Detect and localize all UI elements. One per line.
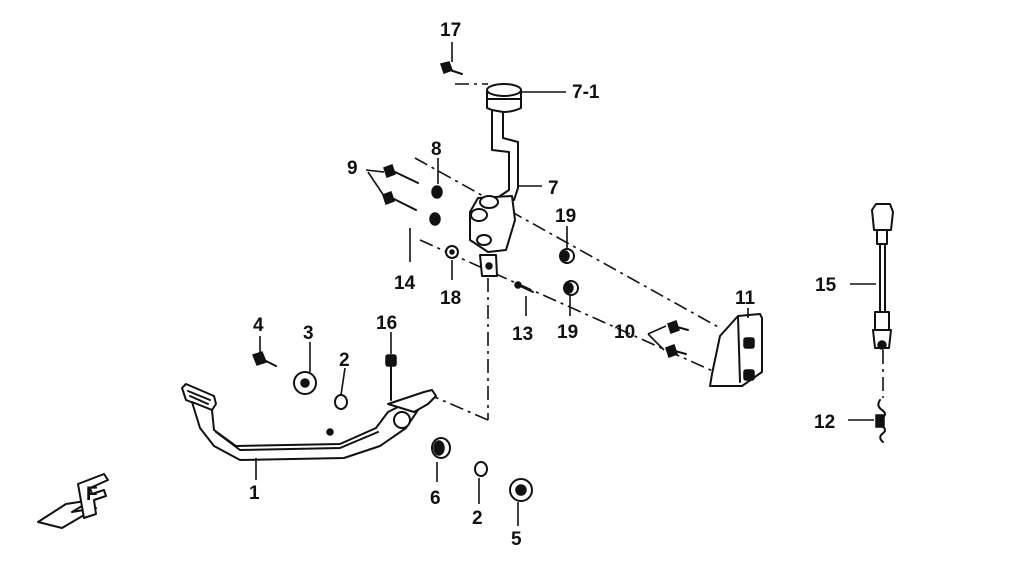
bracket-11 — [709, 313, 763, 387]
bolts-9 — [382, 164, 419, 211]
bolts-10 — [665, 320, 689, 358]
brake-switch-15 — [871, 203, 894, 350]
grease-nipple-16 — [385, 354, 397, 401]
label-6: 6 — [430, 488, 441, 509]
washer-5 — [509, 478, 533, 502]
front-direction-marker: F — [37, 473, 109, 529]
reservoir-hose-7 — [491, 109, 519, 201]
label-13: 13 — [512, 324, 533, 345]
label-15: 15 — [815, 275, 837, 296]
label-5: 5 — [511, 529, 522, 550]
leader-lines — [255, 42, 876, 526]
label-18: 18 — [440, 288, 461, 309]
label-8: 8 — [431, 139, 442, 160]
label-1: 1 — [249, 483, 260, 504]
front-marker-letter: F — [86, 484, 98, 505]
label-3: 3 — [303, 323, 314, 344]
collar-6 — [431, 437, 451, 459]
label-11: 11 — [735, 288, 756, 309]
bolt-17 — [440, 61, 463, 75]
master-cylinder-body — [469, 195, 516, 277]
label-19-lower: 19 — [557, 322, 578, 343]
pin-13 — [514, 281, 534, 293]
label-7: 7 — [548, 178, 559, 199]
label-10: 10 — [614, 322, 635, 343]
spring-12 — [875, 399, 886, 443]
label-14: 14 — [394, 273, 416, 294]
collar-19-lower — [563, 280, 579, 296]
label-7-1: 7-1 — [572, 82, 600, 103]
label-2-upper: 2 — [339, 350, 350, 371]
washer-18 — [445, 245, 459, 259]
label-19-upper: 19 — [555, 206, 576, 227]
ring-2-lower — [474, 461, 488, 477]
label-9: 9 — [347, 158, 358, 179]
label-12: 12 — [814, 412, 835, 433]
label-4: 4 — [253, 315, 264, 336]
part-labels: 17 7-1 7 8 9 19 14 18 13 19 11 10 15 12 … — [249, 20, 837, 550]
collar-19-upper — [559, 248, 575, 264]
brake-pedal-1 — [181, 383, 437, 461]
label-17: 17 — [440, 20, 461, 41]
washers-8 — [429, 185, 443, 226]
label-16: 16 — [376, 313, 397, 334]
label-2-lower: 2 — [472, 508, 483, 529]
bolt-4 — [252, 351, 277, 367]
reservoir-cap-7-1 — [486, 83, 522, 113]
assembly-axes — [414, 83, 884, 421]
washer-3 — [293, 371, 317, 395]
ring-2-upper — [334, 394, 348, 410]
